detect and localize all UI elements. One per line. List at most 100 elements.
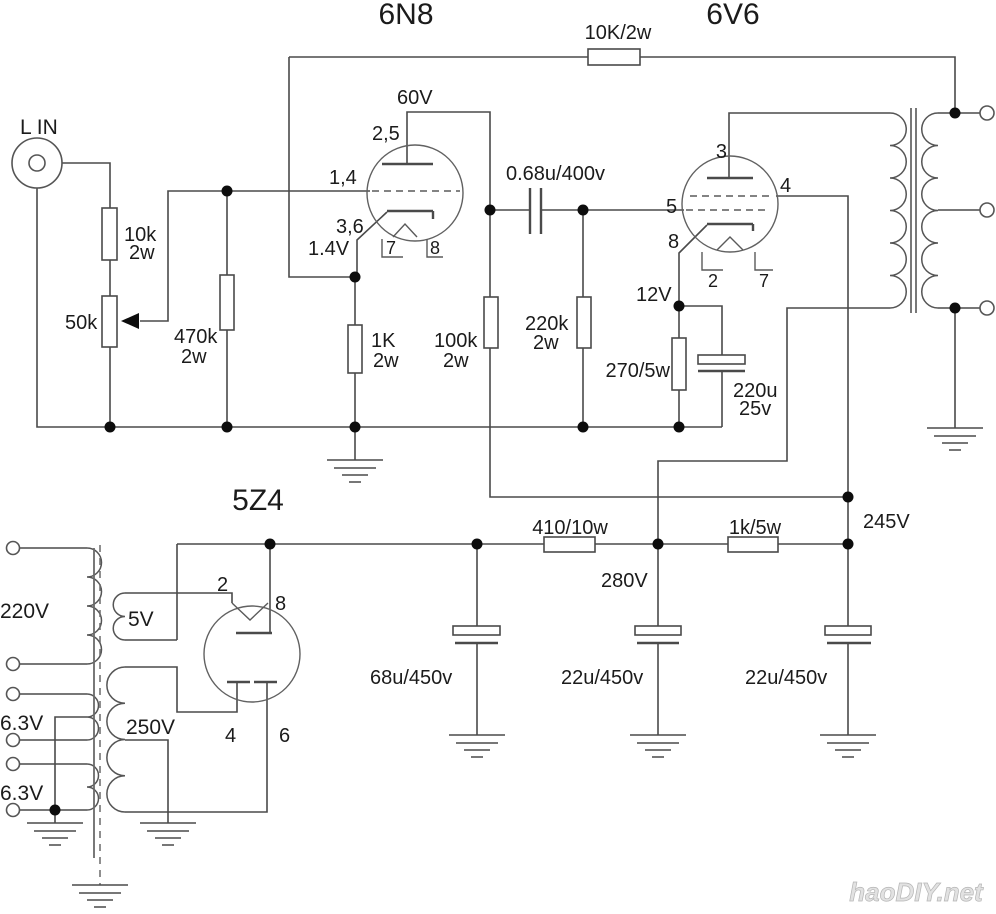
- label-feedback-resistor: 10K/2w: [585, 22, 652, 44]
- label-250v-winding: 250V: [126, 716, 175, 739]
- label-220k: 220k: [525, 313, 569, 335]
- power-transformer: [86, 545, 126, 885]
- label-6n8-pin7: 7: [386, 238, 396, 258]
- label-grid-resistor: 470k: [174, 326, 218, 348]
- label-input-jack: L IN: [20, 116, 58, 139]
- resistor-470k: [219, 274, 235, 331]
- label-6v6-pin7: 7: [759, 271, 769, 291]
- terminal-mains-1: [5, 540, 21, 556]
- label-5z4-pin6: 6: [279, 725, 290, 747]
- label-6v6-cathode-voltage: 12V: [636, 284, 672, 306]
- input-jack: [11, 137, 63, 189]
- ground-icon: [629, 734, 687, 758]
- label-5v-winding: 5V: [128, 608, 154, 631]
- 6n8-heater-icon: [392, 222, 418, 238]
- capacitors: [452, 188, 872, 645]
- terminal-heater-1b: [5, 732, 21, 748]
- label-6v6-pin-screen: 4: [780, 175, 791, 197]
- resistor-270: [671, 337, 687, 391]
- label-6v6-pin2: 2: [708, 271, 718, 291]
- terminal-speaker-bottom: [979, 300, 995, 316]
- 6n8-heater-pins-bracket: [381, 239, 443, 258]
- label-rail-245: 245V: [863, 511, 910, 533]
- terminal-mains-2: [5, 656, 21, 672]
- label-filter-cap1: 68u/450v: [370, 667, 452, 689]
- wires-output-section: [657, 112, 980, 544]
- label-270-resistor: 270/5w: [606, 360, 671, 382]
- winding-250v: [106, 666, 126, 813]
- terminal-speaker-top: [979, 105, 995, 121]
- 6v6-heater-icon: [716, 236, 744, 251]
- jack-center-pin: [28, 154, 46, 172]
- ground-icon: [139, 822, 197, 846]
- opt-primary-winding: [889, 112, 907, 309]
- label-5z4-pin8: 8: [275, 593, 286, 615]
- tube-title-6n8: 6N8: [378, 0, 433, 31]
- label-filter-cap2: 22u/450v: [561, 667, 643, 689]
- watermark: haoDIY.net: [849, 877, 984, 907]
- ground-icon: [448, 734, 506, 758]
- winding-63v-1: [86, 693, 100, 741]
- resistor-10k: [101, 207, 118, 261]
- pot-wiper-arrow-icon: [121, 313, 139, 329]
- 6v6-cathode-bar: [707, 222, 755, 231]
- cap-22u-2-top-plate: [824, 625, 872, 636]
- label-6n8-pin-grid: 1,4: [329, 167, 357, 189]
- label-cathode-resistor-w: 2w: [373, 350, 399, 372]
- label-primary-220v: 220V: [0, 600, 49, 623]
- label-6v6-pin-plate: 3: [716, 141, 727, 163]
- label-filter-cap3: 22u/450v: [745, 667, 827, 689]
- terminal-heater-2a: [5, 756, 21, 772]
- label-input-resistor: 10k: [124, 224, 157, 246]
- label-6n8-pin-cathode: 3,6: [336, 216, 364, 238]
- ground-icon: [71, 884, 129, 908]
- winding-63v-2: [86, 763, 100, 811]
- label-coupling-cap: 0.68u/400v: [506, 163, 605, 185]
- terminal-heater-2b: [5, 802, 21, 818]
- tube-5z4: [203, 602, 301, 703]
- label-5z4-pin2: 2: [217, 574, 228, 596]
- terminals: [5, 105, 995, 818]
- ground-icon: [26, 822, 84, 846]
- ground-icon: [326, 459, 384, 483]
- label-cathode-cap-v: 25v: [739, 398, 771, 420]
- label-6n8-pin8: 8: [430, 238, 440, 258]
- 6v6-heater-pins-bracket: [701, 252, 773, 271]
- label-plate-voltage: 60V: [397, 87, 433, 109]
- label-220k-w: 2w: [533, 332, 559, 354]
- cap-220u-top-plate: [697, 354, 746, 365]
- opt-core-lines: [910, 108, 917, 313]
- wires-preamp-section: [36, 56, 956, 498]
- winding-5v: [112, 592, 126, 641]
- label-plate-resistor: 100k: [434, 330, 478, 352]
- junction-dots: [49, 107, 961, 816]
- label-dropper1: 410/10w: [532, 517, 608, 539]
- label-6v6-pin-grid: 5: [666, 196, 677, 218]
- label-cathode-cap: 220u: [733, 380, 778, 402]
- terminal-speaker-mid: [979, 202, 995, 218]
- potentiometer-50k: [101, 295, 118, 348]
- label-input-resistor-w: 2w: [129, 242, 155, 264]
- tube-title-5z4: 5Z4: [232, 484, 284, 517]
- resistor-1k-cathode: [347, 324, 363, 374]
- opt-secondary-winding: [921, 112, 939, 309]
- resistors: [101, 48, 779, 553]
- ground-icon: [926, 427, 984, 451]
- label-dropper2: 1k/5w: [729, 517, 782, 539]
- label-5z4-pin4: 4: [225, 725, 236, 747]
- winding-220v: [86, 547, 103, 665]
- cap-68u-top-plate: [452, 625, 501, 636]
- terminal-heater-1a: [5, 686, 21, 702]
- label-heater2-63v: 6.3V: [0, 782, 43, 805]
- label-rail-280: 280V: [601, 570, 648, 592]
- cap-coupling-068u: [528, 188, 543, 234]
- label-plate-resistor-w: 2w: [443, 350, 469, 372]
- cap-22u-1-top-plate: [634, 625, 682, 636]
- resistor-220k: [576, 296, 592, 349]
- label-cathode-resistor: 1K: [371, 330, 396, 352]
- resistor-feedback-10k: [587, 48, 641, 66]
- tube-title-6v6: 6V6: [706, 0, 759, 31]
- label-cathode-voltage: 1.4V: [308, 238, 350, 260]
